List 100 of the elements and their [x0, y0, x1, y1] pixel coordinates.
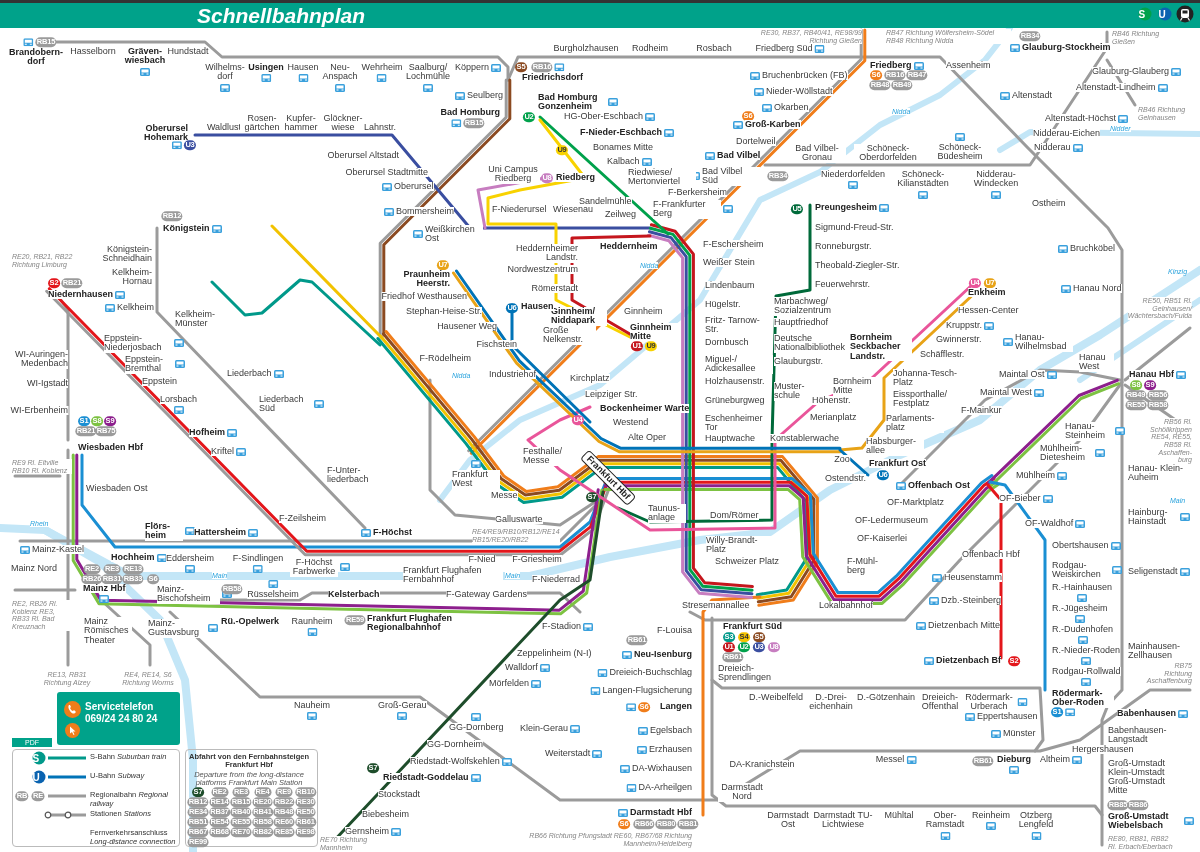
station-name: F-Nieder-Eschbach [580, 128, 663, 138]
station-name: Darmstadt Nord [718, 783, 766, 802]
station-name: Friedberg [870, 61, 912, 71]
station-name: R.-Nieder-Roden [1052, 646, 1121, 656]
station-name: Miguel-/ Adickesallee [705, 355, 773, 374]
station-name: DA-Arheilgen [638, 783, 692, 793]
station-name: Hofheim [189, 428, 225, 438]
station-name: Rodheim [632, 44, 668, 54]
station-name: Bad Vilbel [717, 151, 761, 161]
station-name: Eddersheim [166, 554, 214, 564]
station-name: Römerstadt [531, 284, 578, 294]
station-name: Taunus- anlage [648, 504, 686, 523]
station-name: Bornheim Mitte [833, 377, 877, 396]
station-name: Köppern [455, 63, 490, 73]
station-name: Kelsterbach [328, 590, 380, 600]
station-name: Neu- Anspach [320, 63, 360, 82]
station-name: Ostendstr. [825, 474, 867, 484]
station-name: Mainz- Bischofsheim [157, 585, 220, 604]
station-name: Hundstadt [167, 47, 209, 57]
station-name: Hergershausen [1072, 745, 1134, 755]
station-name: F-Louisa [657, 626, 692, 636]
station-name: Frankfurt Ost [869, 459, 926, 469]
station-name: F-Niederursel [492, 205, 547, 215]
station-name: Burgholzhausen [553, 44, 619, 54]
station-name: F-Eschersheim [703, 240, 764, 250]
station-name: Bornheim Seckbacher Landstr. [850, 333, 912, 362]
station-name: Hausen [521, 302, 554, 312]
station-name: Ginnheim Mitte [630, 323, 680, 342]
station-name: Rodgau-Rollwald [1052, 667, 1121, 677]
station-name: Messe [491, 491, 518, 501]
station-name: Groß-Karben [745, 120, 801, 130]
station-name: Dietzenbach Bf [936, 656, 1001, 666]
station-name: Hanau West [1079, 353, 1114, 372]
station-name: Frankfurt Süd [723, 622, 782, 632]
station-name: Mainz Hbf [83, 584, 126, 594]
station-name: Fischstein [476, 340, 517, 350]
station-name: Merianplatz [810, 413, 857, 423]
station-name: Wehrheim [361, 63, 403, 73]
transit-mode-symbol: S [32, 751, 46, 765]
station-name: Dom/Römer [710, 511, 759, 521]
station-name: Seulberg [467, 91, 504, 101]
station-name: Usingen [248, 63, 284, 73]
station-name: Stresemannallee [682, 601, 750, 611]
station-name: Weiterstadt [545, 749, 591, 759]
station-name: Niederdorfelden [821, 170, 885, 180]
station-name: Nordwestzentrum [507, 265, 578, 275]
station-name: R.-Hainhausen [1052, 583, 1113, 593]
station-name: Friedberg Süd [755, 44, 813, 54]
station-name: F-Frankfurter Berg [653, 200, 721, 219]
station-name: Babenhausen [1117, 709, 1176, 719]
station-name: Nidderau-Eichen [1033, 129, 1101, 139]
station-name: GG-Dornheim [427, 740, 483, 750]
station-name: Kelkheim [117, 303, 154, 313]
station-name: Oberursel [394, 182, 434, 192]
station-name: HG-Ober-Eschbach [564, 112, 644, 122]
station-name: Darmstadt Hbf [630, 808, 692, 818]
station-name: Ober- Ramstadt [923, 811, 967, 830]
station-name: Bad Homburg [440, 108, 500, 118]
station-name: Liederbach [227, 369, 272, 379]
station-name: Westend [613, 418, 649, 428]
station-name: Kirchplatz [570, 374, 610, 384]
station-name: Nidderau [1034, 143, 1071, 153]
station-name: Zoo [834, 455, 850, 465]
station-name: Klein-Gerau [520, 724, 569, 734]
station-name: D.-Götzenhain [857, 693, 915, 703]
station-name: Altheim [1040, 755, 1070, 765]
station-name: GG-Dornberg [449, 723, 504, 733]
station-name: Saalburg/ Lochmühle [403, 63, 453, 82]
station-name: Altenstadt-Höchst [1045, 114, 1117, 124]
station-name: Rüsselsheim [247, 590, 299, 600]
station-name: Fritz- Tarnow-Str. [705, 316, 763, 335]
station-name: Ostheim [1032, 199, 1066, 209]
station-name: Wiesbaden Hbf [78, 443, 143, 453]
station-name: Mainz Römisches Theater [84, 617, 132, 646]
station-name: Bruchenbrücken (FB) [762, 71, 848, 81]
station-name: Ronneburgstr. [815, 242, 872, 252]
station-name: Ginnheim [624, 307, 663, 317]
station-name: Stephan-Heise-Str. [405, 307, 482, 317]
station-name: WI-Erbenheim [10, 406, 68, 416]
station-name: Lokalbahnhof [819, 601, 874, 611]
station-name: Erzhausen [648, 745, 692, 755]
station-name: Rü.-Opelwerk [221, 617, 279, 627]
station-name: Altenstadt [1012, 91, 1053, 101]
station-name: Oberursel Altstadt [327, 151, 399, 161]
station-name: Industriehof [488, 370, 536, 380]
station-name: Königstein [163, 224, 210, 234]
station-name: Rosbach [696, 44, 732, 54]
station-name: Große Nelkenstr. [543, 326, 596, 345]
station-name: Stockstadt [378, 790, 421, 800]
station-name: Theobald-Ziegler-Str. [815, 261, 900, 271]
station-name: Dietzenbach Mitte [928, 621, 1001, 631]
station-name: F-Nied [468, 555, 496, 565]
station-name: F-Zeilsheim [279, 514, 326, 524]
station-name: Glauburg-Glauberg [1092, 67, 1170, 77]
station-name: Galluswarte [495, 515, 543, 525]
station-name: Mainz-Kastel [32, 545, 85, 555]
station-name: Frankfurt West [452, 470, 500, 489]
station-name: Mühlheim [1016, 471, 1055, 481]
station-name: F-Höchst Farbwerke [290, 558, 338, 577]
transit-mode-symbol: U [32, 770, 46, 784]
